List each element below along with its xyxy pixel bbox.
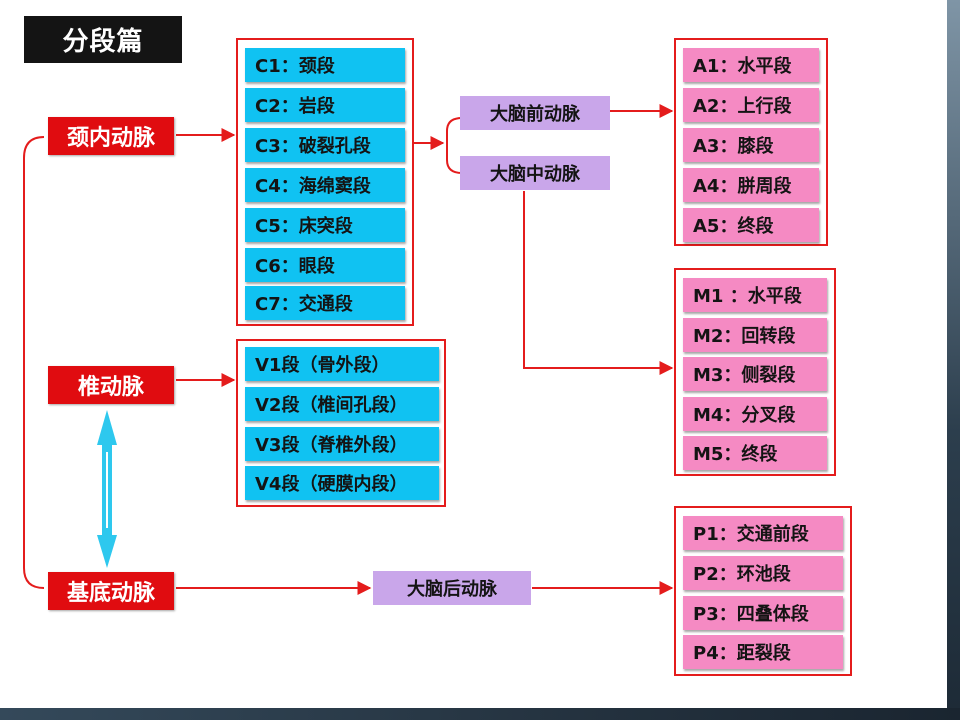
segment-a5: A5：终段	[683, 208, 819, 242]
mca-to-m-segments-arrow	[523, 191, 674, 375]
segment-c7: C7：交通段	[245, 286, 405, 320]
segment-v3: V3段（脊椎外段）	[245, 427, 439, 461]
vertebral-artery-label: 椎动脉	[48, 366, 174, 404]
segment-c1: C1：颈段	[245, 48, 405, 82]
anterior-cerebral-artery-label: 大脑前动脉	[460, 96, 610, 130]
vertebral-segment-group: V1段（骨外段） V2段（椎间孔段） V3段（脊椎外段） V4段（硬膜内段）	[236, 339, 446, 507]
segment-c6: C6：眼段	[245, 248, 405, 282]
segment-v4: V4段（硬膜内段）	[245, 466, 439, 500]
segment-c3: C3：破裂孔段	[245, 128, 405, 162]
segment-a1: A1：水平段	[683, 48, 819, 82]
segment-p3: P3：四叠体段	[683, 596, 843, 630]
segment-m4: M4：分叉段	[683, 397, 827, 431]
segment-v2: V2段（椎间孔段）	[245, 387, 439, 421]
middle-cerebral-artery-label: 大脑中动脉	[460, 156, 610, 190]
artery-bracket-line	[23, 136, 45, 589]
slide-edge-bottom	[0, 708, 960, 720]
internal-carotid-segment-group: C1：颈段 C2：岩段 C3：破裂孔段 C4：海绵窦段 C5：床突段 C6：眼段…	[236, 38, 414, 326]
segment-m2: M2：回转段	[683, 318, 827, 352]
mca-segment-group: M1 ：水平段 M2：回转段 M3：侧裂段 M4：分叉段 M5：终段	[674, 268, 836, 476]
segment-m3: M3：侧裂段	[683, 357, 827, 391]
pca-segment-group: P1：交通前段 P2：环池段 P3：四叠体段 P4：距裂段	[674, 506, 852, 676]
posterior-cerebral-artery-label: 大脑后动脉	[373, 571, 531, 605]
segment-c2: C2：岩段	[245, 88, 405, 122]
segment-a2: A2：上行段	[683, 88, 819, 122]
segment-p4: P4：距裂段	[683, 635, 843, 669]
segment-c5: C5：床突段	[245, 208, 405, 242]
aca-segment-group: A1：水平段 A2：上行段 A3：膝段 A4：胼周段 A5：终段	[674, 38, 828, 246]
vertebral-basilar-double-arrow	[97, 410, 117, 568]
slide-edge-right	[947, 0, 960, 720]
segment-a3: A3：膝段	[683, 128, 819, 162]
basilar-artery-label: 基底动脉	[48, 572, 174, 610]
segment-v1: V1段（骨外段）	[245, 347, 439, 381]
internal-carotid-artery-label: 颈内动脉	[48, 117, 174, 155]
segment-p1: P1：交通前段	[683, 516, 843, 550]
aca-mca-fork-line	[446, 117, 463, 174]
segment-m5: M5：终段	[683, 436, 827, 470]
segment-p2: P2：环池段	[683, 556, 843, 590]
page-title: 分段篇	[24, 16, 182, 63]
segment-c4: C4：海绵窦段	[245, 168, 405, 202]
segment-m1: M1 ：水平段	[683, 278, 827, 312]
segment-a4: A4：胼周段	[683, 168, 819, 202]
